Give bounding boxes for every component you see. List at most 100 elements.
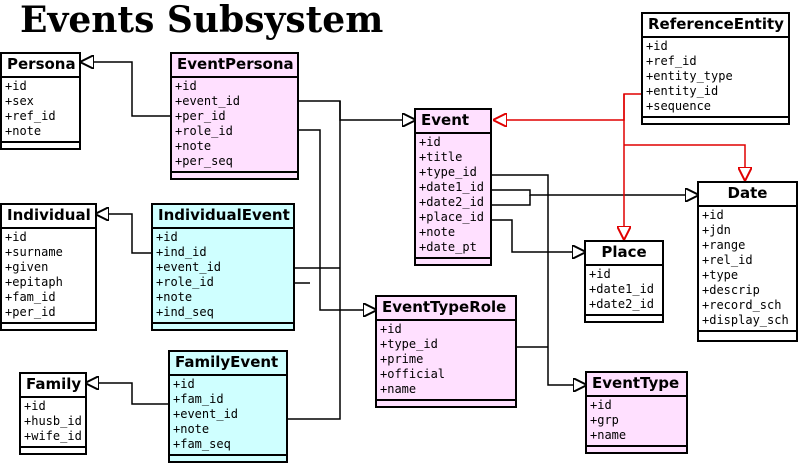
link-eventpersona-event xyxy=(297,100,416,120)
family-table-name: Family xyxy=(21,374,85,398)
reference-link-event xyxy=(493,93,643,120)
persona-field: +sex xyxy=(5,94,34,108)
event-persona-field: +event_id xyxy=(175,94,241,108)
link-event-date1 xyxy=(490,190,699,195)
date-field: +record_sch xyxy=(702,298,782,312)
link-eventpersona-eventtyperole xyxy=(297,129,377,310)
event-table: Event +id +title +type_id +date1_id +dat… xyxy=(414,108,492,266)
persona-table: Persona +id +sex +ref_id +note xyxy=(0,52,81,150)
individual-event-field: +role_id xyxy=(156,275,214,289)
event-type-role-field: +id xyxy=(380,322,402,336)
event-type-role-table-footer xyxy=(377,399,515,405)
event-type-field: +id xyxy=(590,398,612,412)
family-event-field: +event_id xyxy=(173,407,239,421)
family-event-table-name: FamilyEvent xyxy=(170,352,286,376)
link-familyevent-event xyxy=(286,101,341,420)
place-table-name: Place xyxy=(586,242,662,266)
individual-event-field: +note xyxy=(156,290,193,304)
event-field: +note xyxy=(419,225,456,239)
reference-entity-table-footer xyxy=(643,116,788,122)
event-type-role-field: +type_id xyxy=(380,337,438,351)
family-table-footer xyxy=(21,446,85,452)
family-field: +husb_id xyxy=(24,414,82,428)
event-type-table-footer xyxy=(587,445,686,451)
event-persona-table: EventPersona +id +event_id +per_id +role… xyxy=(170,52,299,180)
family-event-table-footer xyxy=(170,454,286,460)
link-event-date2 xyxy=(490,195,531,206)
event-persona-field: +id xyxy=(175,79,197,93)
event-persona-table-footer xyxy=(172,171,297,177)
event-field: +date1_id xyxy=(419,180,485,194)
diagram-title: Events Subsystem xyxy=(20,0,384,41)
persona-field: +ref_id xyxy=(5,109,56,123)
event-type-table-name: EventType xyxy=(587,373,686,397)
reference-entity-field: +sequence xyxy=(646,99,712,113)
event-type-field: +grp xyxy=(590,413,619,427)
event-field: +date_pt xyxy=(419,240,477,254)
event-persona-table-name: EventPersona xyxy=(172,54,297,78)
place-field: +date1_id xyxy=(589,282,655,296)
event-field: +title xyxy=(419,150,463,164)
persona-table-name: Persona xyxy=(2,54,79,78)
event-type-role-field: +official xyxy=(380,367,446,381)
place-field: +date2_id xyxy=(589,297,655,311)
reference-entity-field: +id xyxy=(646,39,668,53)
family-table: Family +id +husb_id +wife_id xyxy=(19,372,87,455)
link-event-eventtype xyxy=(490,174,587,385)
date-field: +type xyxy=(702,268,739,282)
event-persona-field: +per_seq xyxy=(175,154,233,168)
persona-field: +note xyxy=(5,124,42,138)
event-table-footer xyxy=(416,257,490,263)
event-table-name: Event xyxy=(416,110,490,134)
event-type-role-table: EventTypeRole +id +type_id +prime +offic… xyxy=(375,295,517,408)
link-familyevent-family xyxy=(85,383,170,405)
event-type-field: +name xyxy=(590,428,627,442)
date-table-footer xyxy=(699,330,796,336)
individual-table-name: Individual xyxy=(2,205,95,229)
date-table-name: Date xyxy=(699,183,796,207)
individual-event-field: +ind_id xyxy=(156,245,207,259)
family-event-field: +fam_id xyxy=(173,392,224,406)
date-field: +jdn xyxy=(702,223,731,237)
event-persona-field: +note xyxy=(175,139,212,153)
reference-link-date xyxy=(624,144,745,181)
individual-event-table-footer xyxy=(153,322,293,328)
place-field: +id xyxy=(589,267,611,281)
reference-entity-field: +ref_id xyxy=(646,54,697,68)
event-persona-field: +role_id xyxy=(175,124,233,138)
date-table: Date +id +jdn +range +rel_id +type +desc… xyxy=(697,181,798,342)
date-field: +descrip xyxy=(702,283,760,297)
individual-field: +surname xyxy=(5,245,63,259)
event-field: +id xyxy=(419,135,441,149)
place-table: Place +id +date1_id +date2_id xyxy=(584,240,664,323)
individual-event-field: +event_id xyxy=(156,260,222,274)
individual-field: +given xyxy=(5,260,49,274)
family-event-table: FamilyEvent +id +fam_id +event_id +note … xyxy=(168,350,288,463)
event-persona-field: +per_id xyxy=(175,109,226,123)
event-type-role-field: +name xyxy=(380,382,417,396)
event-type-table: EventType +id +grp +name xyxy=(585,371,688,454)
link-eventpersona-persona xyxy=(80,62,172,117)
date-field: +display_sch xyxy=(702,313,789,327)
event-field: +date2_id xyxy=(419,195,485,209)
place-table-footer xyxy=(586,314,662,320)
date-field: +id xyxy=(702,208,724,222)
date-field: +rel_id xyxy=(702,253,753,267)
individual-event-table: IndividualEvent +id +ind_id +event_id +r… xyxy=(151,203,295,331)
family-event-field: +id xyxy=(173,377,195,391)
family-event-field: +fam_seq xyxy=(173,437,231,451)
reference-entity-field: +entity_id xyxy=(646,84,719,98)
reference-entity-table: ReferenceEntity +id +ref_id +entity_type… xyxy=(641,12,790,125)
event-type-role-table-name: EventTypeRole xyxy=(377,297,515,321)
event-type-role-field: +prime xyxy=(380,352,424,366)
reference-entity-field: +entity_type xyxy=(646,69,733,83)
family-event-field: +note xyxy=(173,422,210,436)
family-field: +wife_id xyxy=(24,429,82,443)
individual-table: Individual +id +surname +given +epitaph … xyxy=(0,203,97,331)
individual-field: +fam_id xyxy=(5,290,56,304)
persona-field: +id xyxy=(5,79,27,93)
link-individualevent-individual xyxy=(95,214,153,254)
reference-entity-table-name: ReferenceEntity xyxy=(643,14,788,38)
individual-event-field: +id xyxy=(156,230,178,244)
